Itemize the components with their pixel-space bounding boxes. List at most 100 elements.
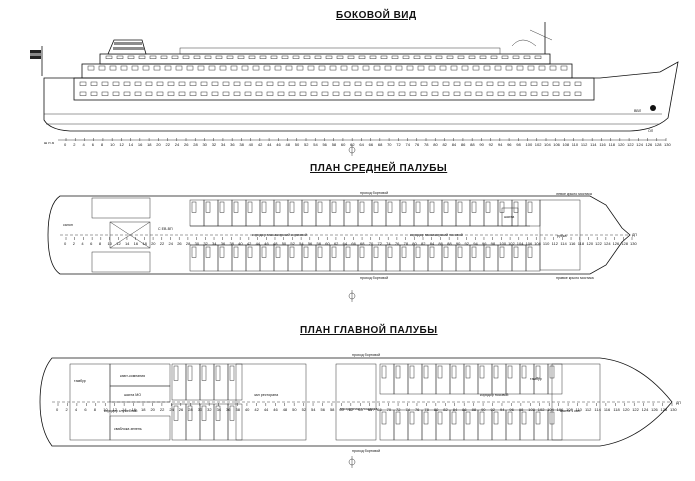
frame-number: 108 (534, 241, 541, 246)
frame-number: 112 (585, 407, 592, 412)
frame-number: 130 (670, 407, 677, 412)
bridge-wing-left: левое крыло мостика (556, 192, 592, 196)
frame-number: 120 (618, 142, 625, 147)
window (453, 81, 461, 86)
window (116, 55, 124, 59)
frame-number: 52 (290, 241, 295, 246)
window (134, 81, 142, 86)
frame-number: 126 (646, 142, 653, 147)
window (387, 81, 395, 86)
window (365, 81, 373, 86)
berth (451, 411, 457, 425)
window (321, 81, 329, 86)
frame-number: 6 (84, 407, 87, 412)
berth (521, 365, 527, 379)
berth (261, 246, 267, 258)
window (263, 65, 271, 71)
window (266, 81, 274, 86)
window (193, 55, 201, 59)
window (475, 81, 483, 86)
window (244, 91, 252, 96)
anchor-icon (650, 105, 656, 111)
frame-number: 54 (311, 407, 316, 412)
wheelhouse (539, 199, 581, 271)
frame-number: 90 (456, 241, 461, 246)
frame-number: 8 (101, 142, 104, 147)
window (402, 55, 410, 59)
berth (395, 365, 401, 379)
window (552, 81, 560, 86)
berth (261, 201, 267, 213)
window (439, 65, 447, 71)
window (321, 91, 329, 96)
berth (429, 246, 435, 258)
fruit-store (109, 415, 171, 441)
frame-number: 92 (465, 241, 470, 246)
berth (471, 201, 477, 213)
berth (493, 365, 499, 379)
frame-number: 68 (377, 407, 382, 412)
frame-number: 64 (358, 407, 363, 412)
frame-number: 42 (247, 241, 252, 246)
frame-number: 56 (322, 142, 327, 147)
berth (317, 201, 323, 213)
frame-number: 68 (360, 241, 365, 246)
frame-number: 116 (604, 407, 611, 412)
window (105, 55, 113, 59)
berth (465, 411, 471, 425)
window (494, 65, 502, 71)
middle-deck-cabins (189, 199, 541, 272)
frame-number: 14 (129, 142, 134, 147)
window (178, 81, 186, 86)
window (365, 91, 373, 96)
berth (345, 201, 351, 213)
frame-number: 48 (283, 407, 288, 412)
window (398, 91, 406, 96)
window (233, 91, 241, 96)
window (120, 65, 128, 71)
flag (30, 53, 41, 56)
window (164, 65, 172, 71)
window (189, 81, 197, 86)
frame-number: 44 (256, 241, 261, 246)
frame-number: 46 (273, 407, 278, 412)
window (274, 65, 282, 71)
frame-number: 78 (404, 241, 409, 246)
berth (499, 246, 505, 258)
berth (507, 365, 513, 379)
berth (191, 246, 197, 258)
berth (303, 201, 309, 213)
midship-symbol (348, 144, 356, 156)
berth (275, 246, 281, 258)
frame-number: 10 (103, 407, 108, 412)
frame-number: 124 (642, 407, 649, 412)
window (552, 91, 560, 96)
berth (187, 365, 193, 381)
window (208, 65, 216, 71)
window (310, 91, 318, 96)
frame-number: 40 (238, 241, 243, 246)
window (486, 91, 494, 96)
berth (485, 201, 491, 213)
frame-number: 102 (535, 142, 542, 147)
berth (373, 201, 379, 213)
window (230, 65, 238, 71)
frame-number: 110 (576, 407, 583, 412)
frame-number: 22 (166, 142, 171, 147)
window (145, 91, 153, 96)
shaft (501, 207, 519, 227)
window (450, 65, 458, 71)
middle-deck-plan: салон С ЕВ-ВП коридор пассажирский кормо… (47, 191, 637, 302)
side-view-title: БОКОВОЙ ВИД (336, 10, 417, 21)
window (325, 55, 333, 59)
service-corridor-label: коридор служебный (104, 409, 137, 413)
frame-number: 46 (276, 142, 281, 147)
window (200, 81, 208, 86)
window (409, 81, 417, 86)
berth (191, 201, 197, 213)
window (167, 91, 175, 96)
crew-mess-label: кают-компания (120, 374, 145, 378)
berth (409, 411, 415, 425)
window (134, 91, 142, 96)
